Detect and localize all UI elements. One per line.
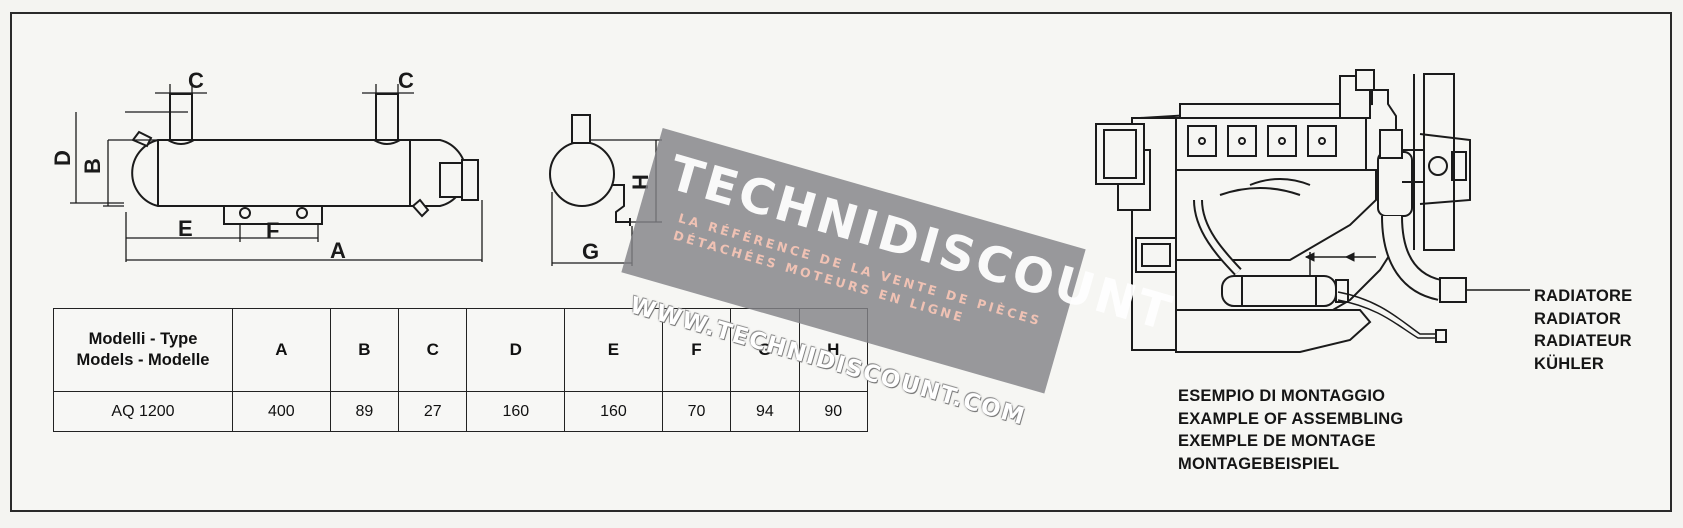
assembly-caption-it: ESEMPIO DI MONTAGGIO — [1178, 387, 1386, 405]
radiator-caption-en: RADIATOR — [1534, 309, 1622, 328]
table-header-f: F — [661, 308, 732, 392]
dim-label-e: E — [178, 216, 193, 241]
table-cell-e: 160 — [564, 391, 663, 432]
dim-label-g: G — [582, 239, 599, 264]
assembly-caption-en: EXAMPLE OF ASSEMBLING — [1178, 409, 1404, 428]
table-cell-h: 90 — [798, 391, 869, 432]
dim-label-c-right: C — [398, 68, 414, 93]
table-header-models: Modelli - Type Models - Modelle — [53, 308, 233, 392]
header-models-line2: Models - Modelle — [76, 351, 210, 369]
table-cell-a: 400 — [232, 391, 331, 432]
table-header-b: B — [329, 308, 400, 392]
specification-table: Modelli - Type Models - Modelle A B C D … — [53, 308, 869, 432]
engine-assembly-drawing — [1095, 69, 1530, 353]
table-header-d: D — [466, 308, 566, 392]
table-cell-d: 160 — [466, 391, 566, 432]
dim-label-b: B — [80, 158, 105, 174]
assembly-caption-fr: EXEMPLE DE MONTAGE — [1178, 432, 1376, 450]
table-header-row: Modelli - Type Models - Modelle A B C D … — [53, 308, 869, 392]
exchanger-end-view — [549, 114, 631, 226]
table-cell-f: 70 — [661, 391, 732, 432]
table-header-e: E — [564, 308, 663, 392]
table-row: AQ 1200 400 89 27 160 160 70 94 90 — [53, 391, 869, 432]
assembly-caption: ESEMPIO DI MONTAGGIO EXAMPLE OF ASSEMBLI… — [1178, 385, 1403, 475]
table-cell-c: 27 — [398, 391, 468, 432]
table-cell-g: 94 — [730, 391, 800, 432]
assembly-caption-de: MONTAGEBEISPIEL — [1178, 454, 1340, 473]
radiator-caption-it: RADIATORE — [1534, 287, 1633, 305]
dim-label-d: D — [50, 150, 75, 166]
table-cell-model: AQ 1200 — [53, 391, 233, 432]
dim-label-c-left: C — [188, 68, 204, 93]
table-header-a: A — [232, 308, 331, 392]
radiator-caption: RADIATORE RADIATOR RADIATEUR KÜHLER — [1534, 285, 1632, 375]
dim-label-f: F — [266, 218, 279, 243]
dim-label-a: A — [330, 238, 346, 263]
radiator-caption-de: KÜHLER — [1534, 354, 1604, 373]
table-header-c: C — [398, 308, 468, 392]
exchanger-side-view — [131, 93, 479, 225]
table-header-g: G — [730, 308, 800, 392]
radiator-caption-fr: RADIATEUR — [1534, 332, 1632, 350]
table-cell-b: 89 — [329, 391, 400, 432]
header-models-line1: Modelli - Type — [88, 330, 198, 348]
